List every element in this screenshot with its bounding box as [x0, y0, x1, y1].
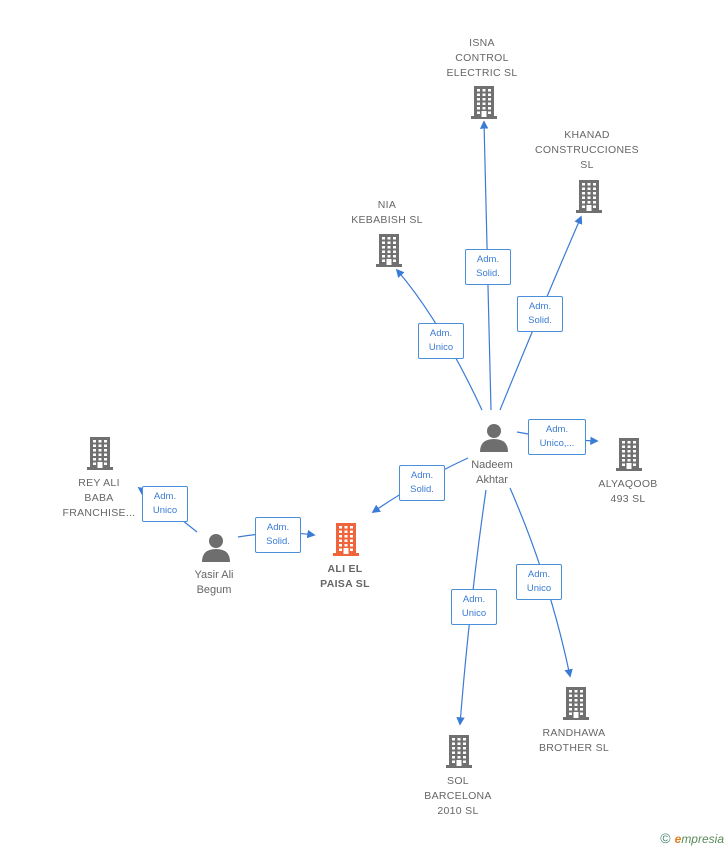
company-label-alyaqoob[interactable]: ALYAQOOB 493 SL	[598, 478, 658, 505]
relation-badge-alielpaisa[interactable]: Adm. Solid.	[399, 465, 445, 501]
company-label-isna[interactable]: ISNA CONTROL ELECTRIC SL	[446, 37, 518, 79]
person-label-yasir[interactable]: Yasir Ali Begum	[194, 569, 234, 596]
company-label-reyali[interactable]: REY ALI BABA FRANCHISE...	[62, 477, 136, 519]
relation-badge-isna[interactable]: Adm. Solid.	[465, 249, 511, 285]
copyright-icon: ©	[660, 830, 671, 846]
company-label-randhawa[interactable]: RANDHAWA BROTHER SL	[538, 727, 610, 754]
company-label-sol[interactable]: SOL BARCELONA 2010 SL	[424, 775, 492, 817]
relation-badge-sol[interactable]: Adm. Unico	[451, 589, 497, 625]
company-label-nia[interactable]: NIA KEBABISH SL	[351, 199, 423, 226]
building-icon[interactable]	[574, 179, 604, 218]
company-label-khanad[interactable]: KHANAD CONSTRUCCIONES SL	[535, 129, 639, 171]
building-icon[interactable]	[614, 437, 644, 476]
person-icon[interactable]	[201, 532, 231, 567]
building-icon[interactable]	[469, 85, 499, 124]
relation-badge-reyali[interactable]: Adm. Unico	[142, 486, 188, 522]
relation-badge-alyaqoob[interactable]: Adm. Unico,...	[528, 419, 586, 455]
building-icon[interactable]	[374, 233, 404, 272]
relation-badge-khanad[interactable]: Adm. Solid.	[517, 296, 563, 332]
person-label-nadeem[interactable]: Nadeem Akhtar	[471, 459, 513, 486]
brand-name: mpresia	[681, 832, 724, 846]
company-label-alielpaisa[interactable]: ALI EL PAISA SL	[320, 563, 370, 590]
brand-initial: e	[674, 832, 682, 846]
relation-badge-nia[interactable]: Adm. Unico	[418, 323, 464, 359]
footer-credit: ©empresia	[660, 830, 724, 846]
relation-badge-randhawa[interactable]: Adm. Unico	[516, 564, 562, 600]
relation-badge-alielpaisa[interactable]: Adm. Solid.	[255, 517, 301, 553]
building-icon[interactable]	[85, 436, 115, 475]
person-icon[interactable]	[479, 422, 509, 457]
building-icon[interactable]	[444, 734, 474, 773]
building-icon[interactable]	[331, 522, 361, 561]
building-icon[interactable]	[561, 686, 591, 725]
